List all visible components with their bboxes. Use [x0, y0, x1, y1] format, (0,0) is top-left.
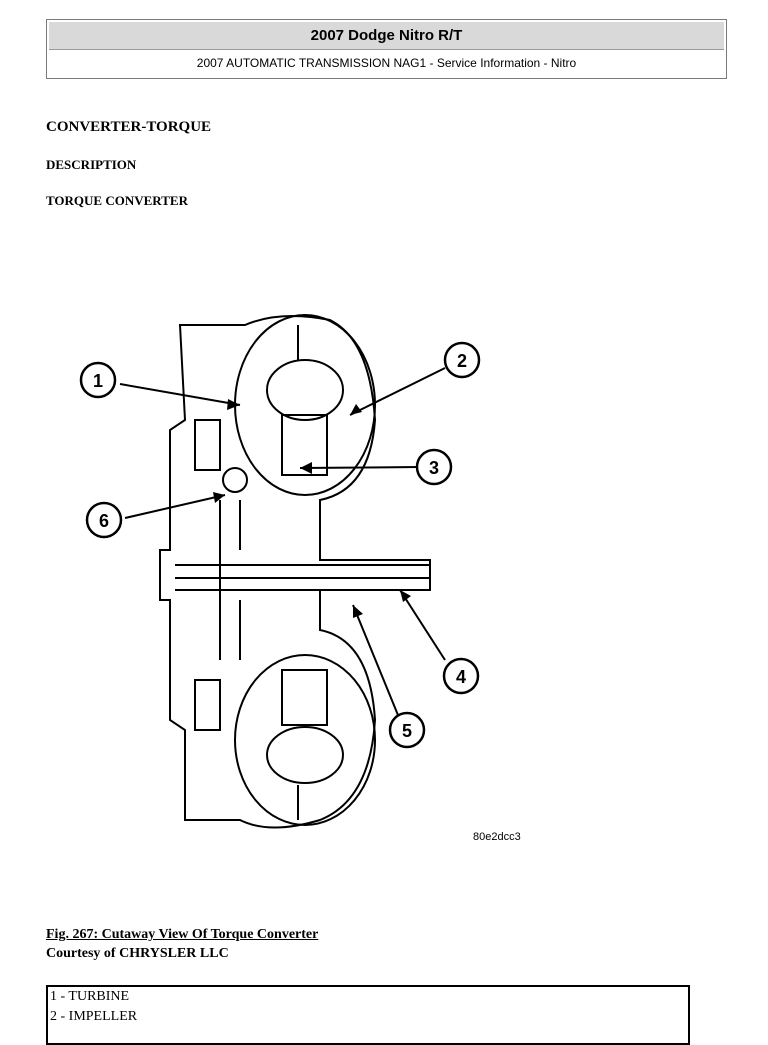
callout-4-circle [442, 657, 480, 695]
lockup-clutch-lower [194, 679, 221, 731]
figure-code: 80e2dcc3 [473, 831, 521, 843]
figure-caption[interactable]: Fig. 267: Cutaway View Of Torque Convert… [46, 927, 319, 942]
upper-torus-core [266, 359, 344, 421]
document-title: 2007 Dodge Nitro R/T [49, 22, 724, 50]
section-heading: CONVERTER-TORQUE [46, 119, 212, 135]
callout-3-circle [415, 448, 453, 486]
legend-row: 2 - IMPELLER [50, 1009, 138, 1024]
callout-5-circle [388, 711, 426, 749]
page-header: 2007 Dodge Nitro R/T 2007 AUTOMATIC TRAN… [46, 19, 727, 79]
callout-2-circle [443, 341, 481, 379]
lower-torus-core [266, 726, 344, 784]
callout-1-label: 1 [93, 371, 103, 391]
callout-1-circle [79, 361, 117, 399]
callout-3-label: 3 [429, 458, 439, 478]
section-subheading: DESCRIPTION [46, 157, 137, 172]
legend-row: 1 - TURBINE [50, 989, 130, 1004]
document-subtitle: 2007 AUTOMATIC TRANSMISSION NAG1 - Servi… [196, 56, 577, 70]
callout-2-label: 2 [457, 351, 467, 371]
figure-courtesy: Courtesy of CHRYSLER LLC [46, 946, 229, 961]
topic-heading: TORQUE CONVERTER [46, 193, 188, 208]
lower-stator [281, 669, 328, 726]
lockup-clutch-upper [194, 419, 221, 471]
lower-torus [234, 654, 376, 826]
torque-converter-diagram: 1 2 3 4 5 6 [79, 314, 481, 829]
damper [222, 467, 248, 493]
callout-5-label: 5 [402, 721, 412, 741]
callout-4-label: 4 [456, 667, 466, 687]
callout-6-circle [85, 501, 123, 539]
legend-table: 1 - TURBINE 2 - IMPELLER [46, 985, 690, 1045]
callout-6-label: 6 [99, 511, 109, 531]
upper-stator [281, 414, 328, 476]
